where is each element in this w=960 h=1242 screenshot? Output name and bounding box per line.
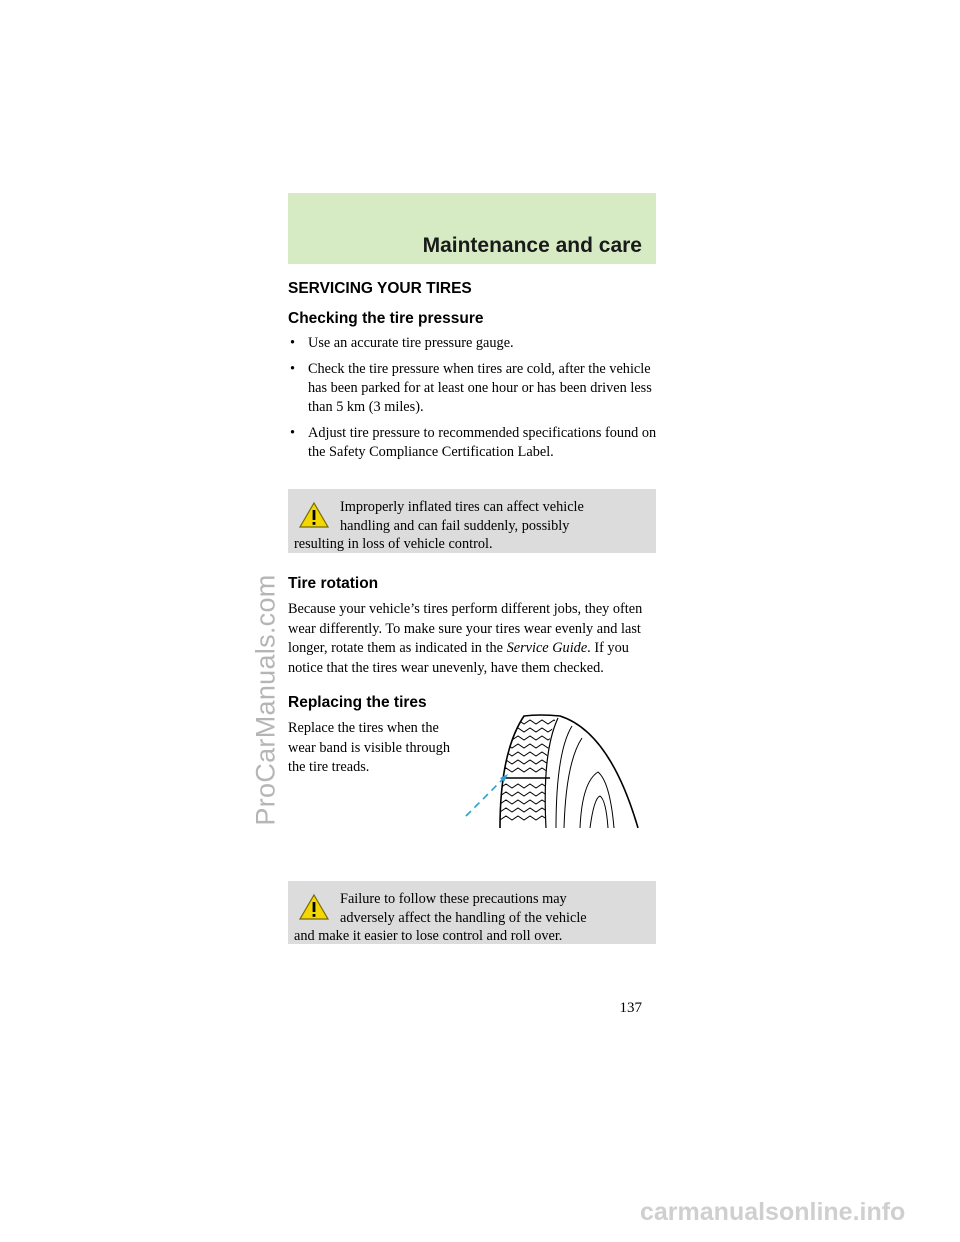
rotation-heading: Tire rotation <box>288 575 379 592</box>
bullet-dot: • <box>290 335 296 351</box>
rotation-text: Because your vehicle’s tires perform dif… <box>288 601 643 656</box>
replacing-heading: Replacing the tires <box>288 694 427 711</box>
replacing-paragraph: Replace the tires when the wear band is … <box>288 720 450 775</box>
warning-line: resulting in loss of vehicle control. <box>294 536 493 552</box>
bullet-text: Adjust tire pressure to recommended spec… <box>308 425 657 460</box>
warning-text: Failure to follow these precautions may … <box>294 890 650 946</box>
warning-line: Failure to follow these precautions may <box>340 891 567 907</box>
header-band: Maintenance and care <box>288 193 656 264</box>
checking-bullet-list: • Use an accurate tire pressure gauge. • C… <box>288 334 658 469</box>
warning-line: and make it easier to lose control and r… <box>294 928 563 944</box>
warning-text: Improperly inflated tires can affect veh… <box>294 498 650 554</box>
checking-heading: Checking the tire pressure <box>288 310 484 327</box>
section-header-title: Maintenance and care <box>422 234 642 257</box>
warning-line: handling and can fail suddenly, possibly <box>340 517 570 534</box>
warning-box: Improperly inflated tires can affect veh… <box>288 489 656 553</box>
bullet-dot: • <box>290 425 296 441</box>
warning-line: adversely affect the handling of the veh… <box>340 909 587 926</box>
bullet-dot: • <box>290 361 296 377</box>
bullet-item: • Adjust tire pressure to recommended spe… <box>288 424 658 462</box>
service-guide-reference: Service Guide <box>506 640 588 656</box>
bullet-item: • Check the tire pressure when tires are … <box>288 360 658 417</box>
bullet-item: • Use an accurate tire pressure gauge. <box>288 334 658 353</box>
warning-line: Improperly inflated tires can affect veh… <box>340 499 584 515</box>
bullet-text: Check the tire pressure when tires are c… <box>308 361 652 415</box>
rotation-text-end: . If you notice that the tires wear unev… <box>288 640 629 676</box>
bottom-watermark: carmanualsonline.info <box>640 1198 906 1226</box>
tire-wear-band-illustration <box>460 712 650 829</box>
rotation-paragraph: Because your vehicle’s tires perform dif… <box>288 600 656 678</box>
warning-triangle-icon <box>298 893 330 920</box>
section-title: SERVICING YOUR TIRES <box>288 280 472 297</box>
warning-triangle-icon <box>298 501 330 528</box>
page-number: 137 <box>619 1000 643 1016</box>
side-watermark: ProCarManuals.com <box>250 574 281 826</box>
warning-box: Failure to follow these precautions may … <box>288 881 656 944</box>
bullet-text: Use an accurate tire pressure gauge. <box>308 335 514 351</box>
